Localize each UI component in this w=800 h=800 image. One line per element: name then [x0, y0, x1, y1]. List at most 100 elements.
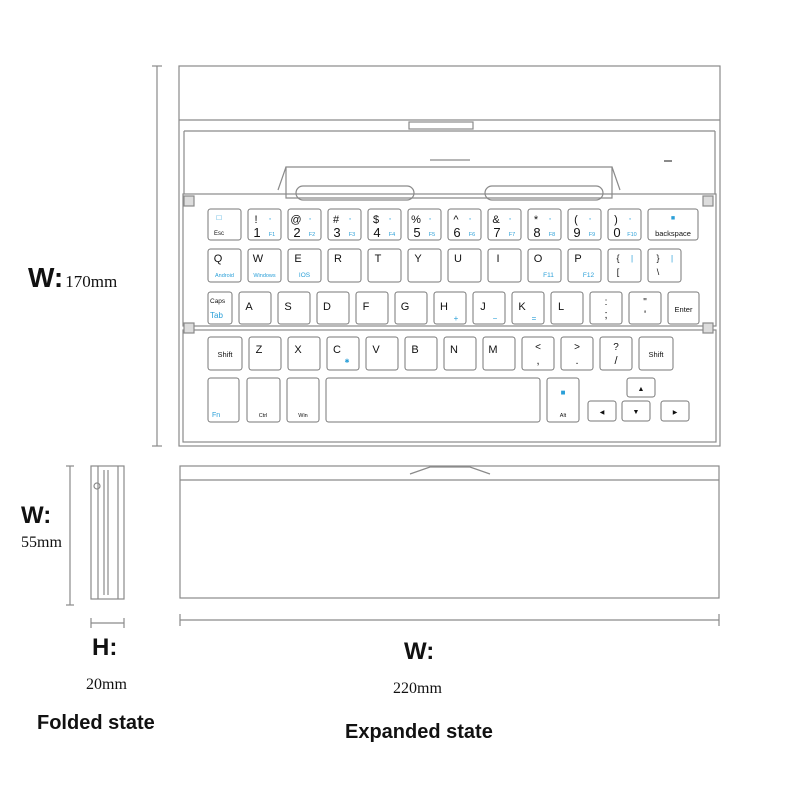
key-arrow-right[interactable]: ▶ [660, 400, 690, 422]
key-I[interactable]: I [487, 248, 522, 283]
key-U[interactable]: U [447, 248, 482, 283]
key-media-icon: ◦ [589, 216, 591, 223]
key-media-icon: ◦ [269, 216, 271, 223]
keyboard-back-cover [179, 465, 720, 599]
key-space[interactable] [325, 377, 541, 423]
key-label: V [372, 344, 380, 356]
key-label: 2 [293, 225, 300, 240]
key-shift-left[interactable]: Shift [207, 336, 243, 371]
key-U-cap [447, 248, 482, 283]
key-label: 3 [333, 225, 340, 240]
key-C[interactable]: C✱ [326, 336, 360, 371]
key-arrow-right-cap [660, 400, 690, 422]
key-J[interactable]: J− [472, 291, 506, 325]
key-label: W [253, 253, 264, 265]
key-arrow-down[interactable]: ▼ [621, 400, 651, 422]
key-O-cap [527, 248, 562, 283]
key-F[interactable]: F [355, 291, 389, 325]
key-esc[interactable]: □Esc [207, 208, 242, 241]
key-label: \ [657, 267, 660, 277]
key-punct-9[interactable]: >. [560, 336, 594, 371]
key-alt[interactable]: ■Alt [546, 377, 580, 423]
key-I-cap [487, 248, 522, 283]
key-X[interactable]: X [287, 336, 321, 371]
key-backspace[interactable]: ■backspace [647, 208, 699, 241]
key-7-cap [487, 208, 522, 241]
key-R[interactable]: R [327, 248, 362, 283]
key-T[interactable]: T [367, 248, 402, 283]
key-enter[interactable]: Enter [667, 291, 700, 325]
key-fn[interactable]: Fn [207, 377, 240, 423]
key-V[interactable]: V [365, 336, 399, 371]
key-label: Alt [560, 413, 567, 419]
key-label: [ [617, 267, 620, 277]
key-backslash[interactable]: }\| [647, 248, 682, 283]
key-arrow-left[interactable]: ◀ [587, 400, 617, 422]
key-symbol: < [535, 342, 541, 353]
key-arrow-up[interactable]: ▲ [626, 377, 656, 398]
key-sublabel: − [493, 314, 498, 323]
key-arrow-left-cap [587, 400, 617, 422]
key-6-cap [447, 208, 482, 241]
folded-width-value: 55mm [21, 534, 62, 551]
key-punct-8[interactable]: <, [521, 336, 555, 371]
key-bracket[interactable]: {[| [607, 248, 642, 283]
key-K[interactable]: K= [511, 291, 545, 325]
key-symbol: % [411, 214, 421, 226]
key-label: O [534, 253, 543, 265]
key-ctrl[interactable]: Ctrl [246, 377, 281, 423]
key-home-icon: □ [217, 213, 222, 222]
key-X-cap [287, 336, 321, 371]
folded-width-prefix: W: [21, 502, 52, 529]
key-D[interactable]: D [316, 291, 350, 325]
key-label: ' [644, 309, 646, 321]
key-win[interactable]: Win [286, 377, 320, 423]
key-punct-9-cap [560, 336, 594, 371]
key-H[interactable]: H+ [433, 291, 467, 325]
key-fn-label: F1 [269, 232, 275, 238]
key-symbol: ^ [453, 214, 459, 226]
key-fn-label: F5 [429, 232, 435, 238]
key-label: Tab [210, 311, 223, 320]
key-sublabel: Android [215, 273, 234, 279]
key-label: T [375, 253, 382, 265]
key-label: Win [298, 413, 307, 419]
key-label: 0 [613, 225, 620, 240]
key-M[interactable]: M [482, 336, 516, 371]
key-N[interactable]: N [443, 336, 477, 371]
key-B[interactable]: B [404, 336, 438, 371]
key-G[interactable]: G [394, 291, 428, 325]
key-A[interactable]: A [238, 291, 272, 325]
key-punct-10[interactable]: ?/ [599, 336, 633, 371]
key-Y[interactable]: Y [407, 248, 442, 283]
key-label: Y [414, 253, 422, 265]
key-Z[interactable]: Z [248, 336, 282, 371]
key-L[interactable]: L [550, 291, 584, 325]
key-S[interactable]: S [277, 291, 311, 325]
key-B-cap [404, 336, 438, 371]
key-semicolon[interactable]: :; [589, 291, 623, 325]
key-label: 5 [413, 225, 420, 240]
key-punct-8-cap [521, 336, 555, 371]
key-quote[interactable]: "' [628, 291, 662, 325]
key-shift-right[interactable]: Shift [638, 336, 674, 371]
key-arrow-down-cap [621, 400, 651, 422]
key-alt-cap [546, 377, 580, 423]
